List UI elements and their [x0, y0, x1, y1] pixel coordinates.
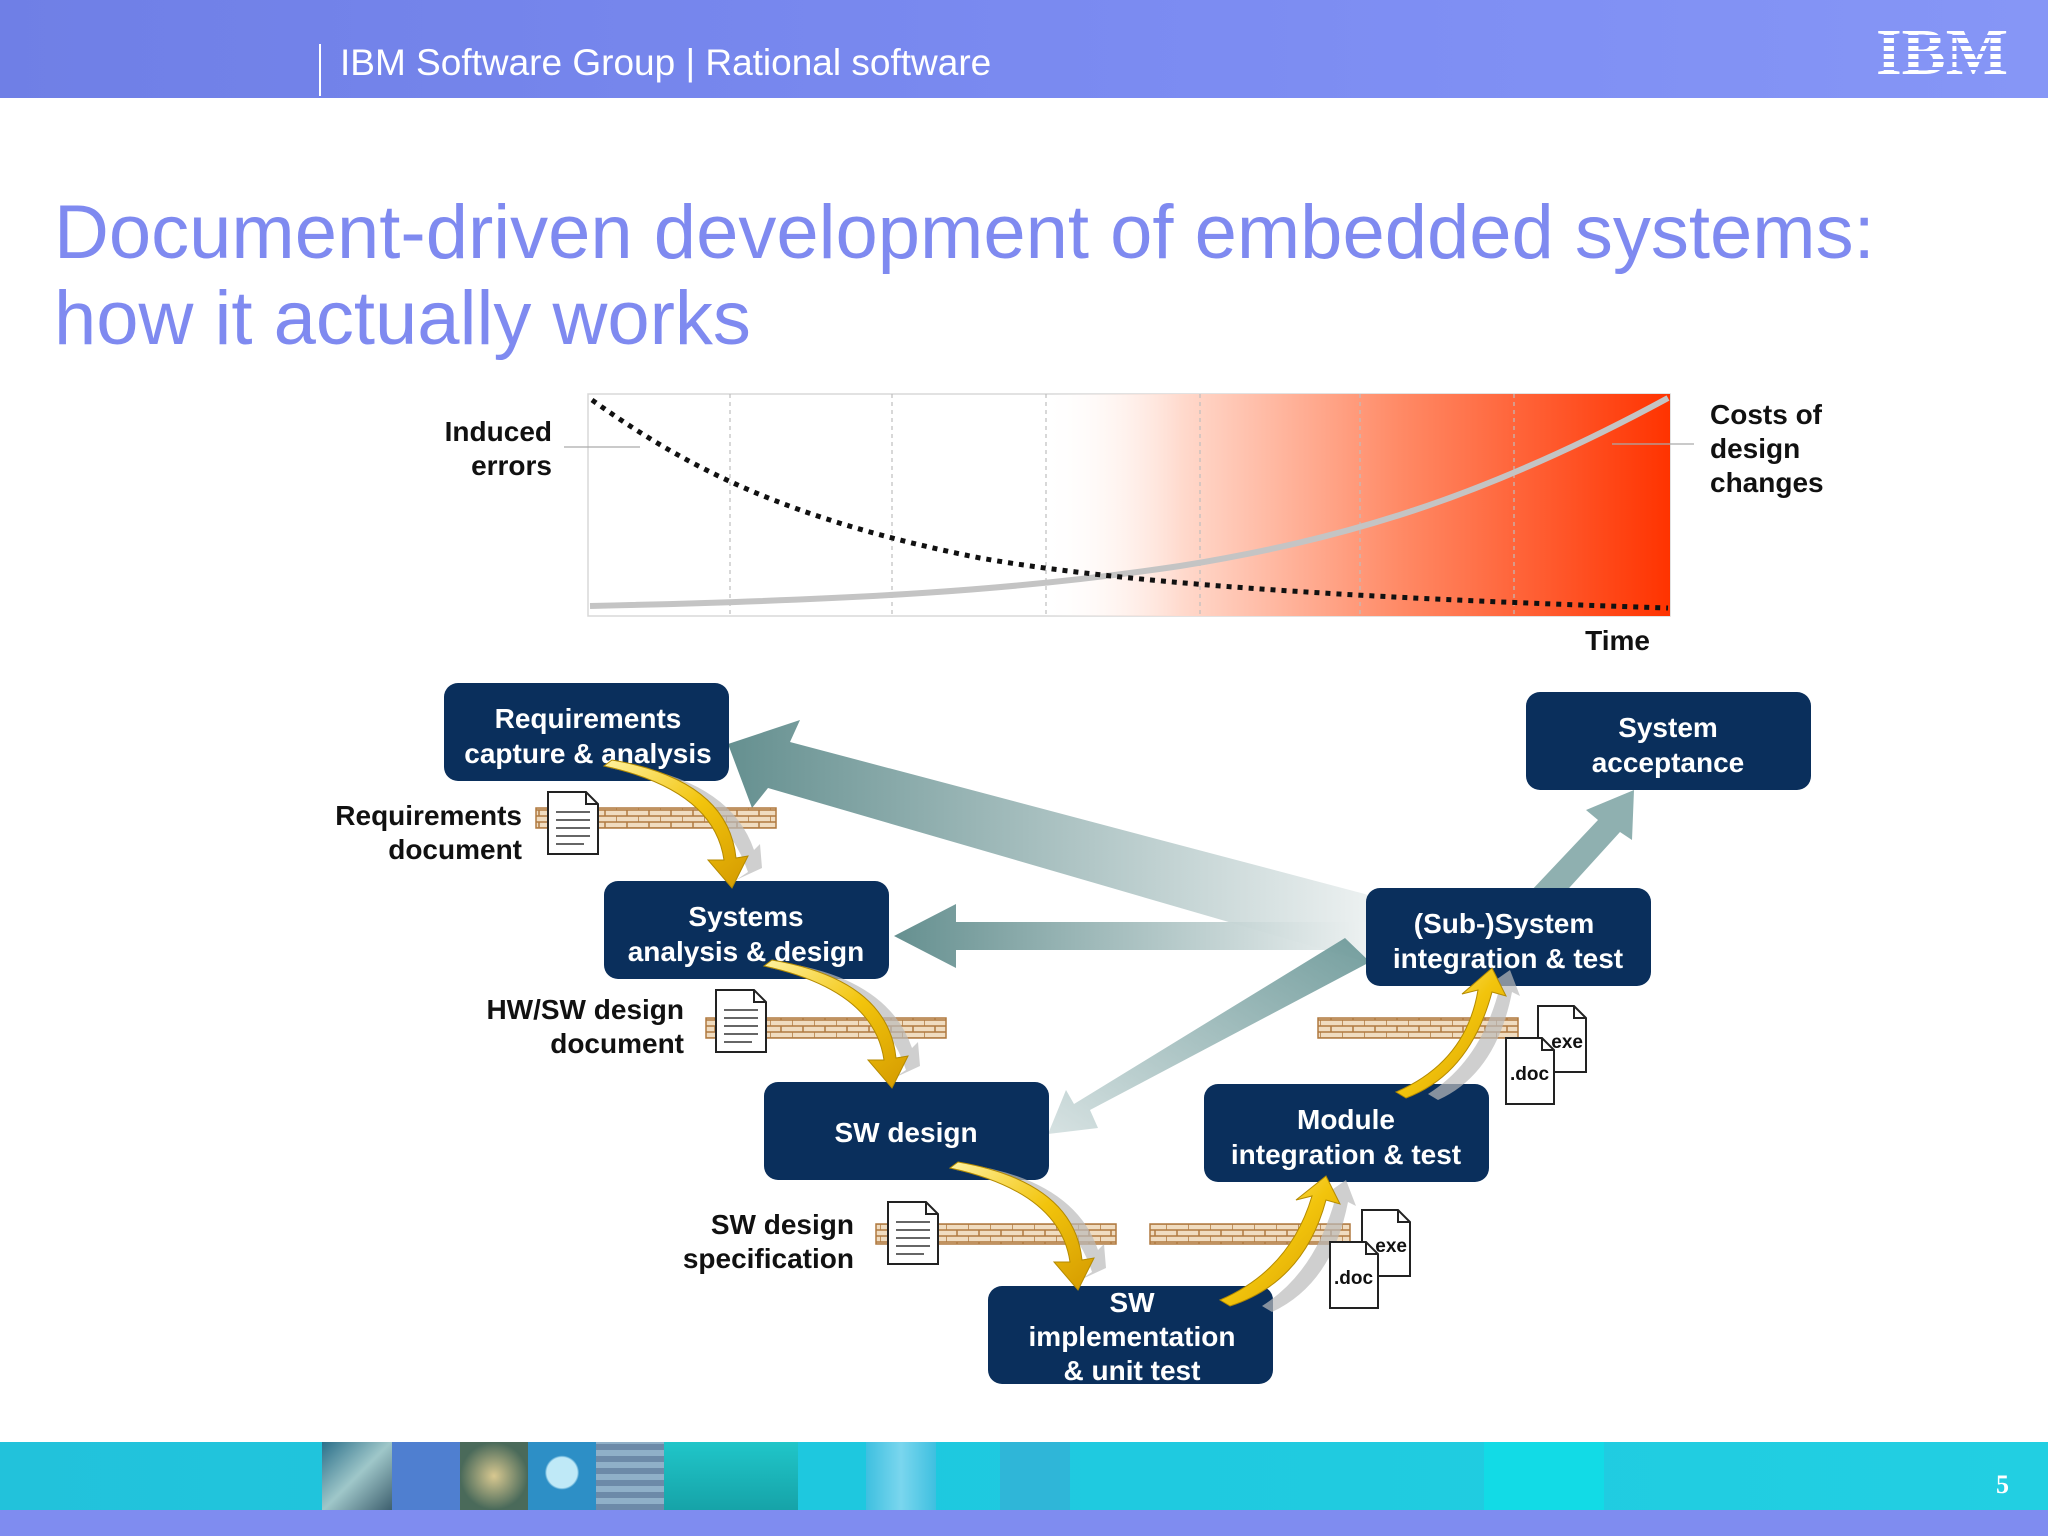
slide-title: Document-driven development of embedded …: [54, 190, 2014, 362]
handoff-arrow-3: [948, 1161, 1095, 1291]
stage-systems-line1: Systems: [688, 901, 803, 932]
stage-module-line1: Module: [1297, 1104, 1395, 1135]
stage-requirements-line1: Requirements: [495, 703, 682, 734]
header-title: IBM Software Group | Rational software: [340, 42, 992, 83]
footer-image-tile-5: [596, 1442, 664, 1510]
stage-subsystem-line2: integration & test: [1393, 943, 1623, 974]
handoff-arrows-down: [602, 759, 1106, 1291]
req-document-icon: [547, 791, 599, 855]
handoff-arrow-1: [602, 759, 749, 889]
slide-title-line1: Document-driven development of embedded …: [54, 190, 1875, 275]
feedback-arrow-sw-design: [1048, 938, 1370, 1134]
stage-acceptance-line2: acceptance: [1592, 747, 1745, 778]
cost-curve: [589, 395, 1670, 609]
stage-subsystem-box: [1366, 888, 1651, 986]
ibm-logo: IBM: [1876, 22, 2008, 78]
errors-label-line1: Induced: [445, 416, 552, 447]
footer-image-tile-3: [460, 1442, 528, 1510]
doc-label-lower: .doc: [1334, 1268, 1373, 1289]
document-icons: .exe .doc .exe .doc: [547, 791, 1587, 1309]
stage-acceptance-line1: System: [1618, 712, 1718, 743]
footer-image-tile-6: [664, 1442, 798, 1510]
handoff-arrow-2: [762, 959, 909, 1089]
footer-image-tile-8: [1000, 1442, 1070, 1510]
footer-image-tile-9: [1484, 1442, 1604, 1510]
hwsw-document-icon: [715, 989, 767, 1053]
doc-label-upper: .doc: [1510, 1064, 1549, 1085]
handoff-arrow-5: [1394, 967, 1507, 1099]
stage-sw-design-label: SW design: [834, 1117, 977, 1148]
cost-gradient: [588, 394, 1670, 616]
stage-boxes: Requirements capture & analysis Systems …: [444, 683, 1811, 1386]
footer-image-tile-4: [528, 1442, 596, 1510]
swspec-document-icon: [887, 1201, 939, 1265]
req-doc-label-line2: document: [388, 834, 522, 865]
cost-chart: Induced errors Costs of design changes T…: [445, 393, 1824, 656]
handoff-shadow-5: [1428, 970, 1520, 1100]
cost-label-line3: changes: [1710, 467, 1824, 498]
feedback-arrow-requirements: [728, 720, 1380, 966]
errors-curve: [590, 397, 1669, 611]
stage-sw-impl-line2: implementation: [1029, 1321, 1236, 1352]
time-axis-label: Time: [1585, 625, 1650, 656]
exe-label-lower: .exe: [1370, 1236, 1407, 1257]
stage-sw-design-box: [764, 1082, 1049, 1180]
swspec-label-line1: SW design: [711, 1209, 854, 1240]
footer-bar: 5: [0, 1442, 2048, 1536]
footer-band: 5: [0, 1442, 2048, 1510]
hwsw-label-line2: document: [550, 1028, 684, 1059]
stage-module-line2: integration & test: [1231, 1139, 1461, 1170]
slide-title-line2: how it actually works: [54, 276, 751, 361]
chart-gridlines: [729, 394, 1515, 616]
stage-sw-impl-line1: SW: [1109, 1287, 1155, 1318]
handoff-arrows-up: [1218, 967, 1520, 1312]
stage-requirements-box: [444, 683, 729, 781]
stage-sw-impl-line3: & unit test: [1064, 1355, 1201, 1386]
req-doc-label-line1: Requirements: [335, 800, 522, 831]
page-number: 5: [1996, 1470, 2009, 1499]
stage-requirements-line2: capture & analysis: [464, 738, 711, 769]
handoff-shadow-4: [1262, 1180, 1356, 1312]
arrow-to-acceptance: [1530, 790, 1634, 898]
header-bar: IBM Software Group | Rational software I…: [0, 0, 2048, 98]
footer-bottom-strip: [0, 1510, 2048, 1536]
feedback-arrow-systems: [894, 904, 1370, 968]
footer-image-tile-2: [392, 1442, 460, 1510]
footer-image-tile-1: [322, 1442, 392, 1510]
handoff-arrow-4: [1218, 1175, 1341, 1307]
stage-sw-impl-box: [988, 1286, 1273, 1384]
footer-image-tile-7: [866, 1442, 936, 1510]
hwsw-label-line1: HW/SW design: [486, 994, 684, 1025]
header-divider: [319, 44, 321, 96]
swspec-label-line2: specification: [683, 1243, 854, 1274]
cost-label-line2: design: [1710, 433, 1800, 464]
doc-file-icon-lower: .doc: [1329, 1241, 1379, 1309]
stage-systems-line2: analysis & design: [628, 936, 865, 967]
feedback-arrows: [728, 720, 1634, 1134]
stage-module-box: [1204, 1084, 1489, 1182]
exe-label-upper: .exe: [1546, 1032, 1583, 1053]
cost-label-line1: Costs of: [1710, 399, 1823, 430]
document-labels: Requirements document HW/SW design docum…: [335, 800, 854, 1274]
ibm-logo-text: IBM: [1876, 22, 2008, 78]
stage-acceptance-box: [1526, 692, 1811, 790]
errors-label-line2: errors: [471, 450, 552, 481]
stage-subsystem-line1: (Sub-)System: [1414, 908, 1594, 939]
stage-systems-box: [604, 881, 889, 979]
doc-file-icon-upper: .doc: [1505, 1037, 1555, 1105]
